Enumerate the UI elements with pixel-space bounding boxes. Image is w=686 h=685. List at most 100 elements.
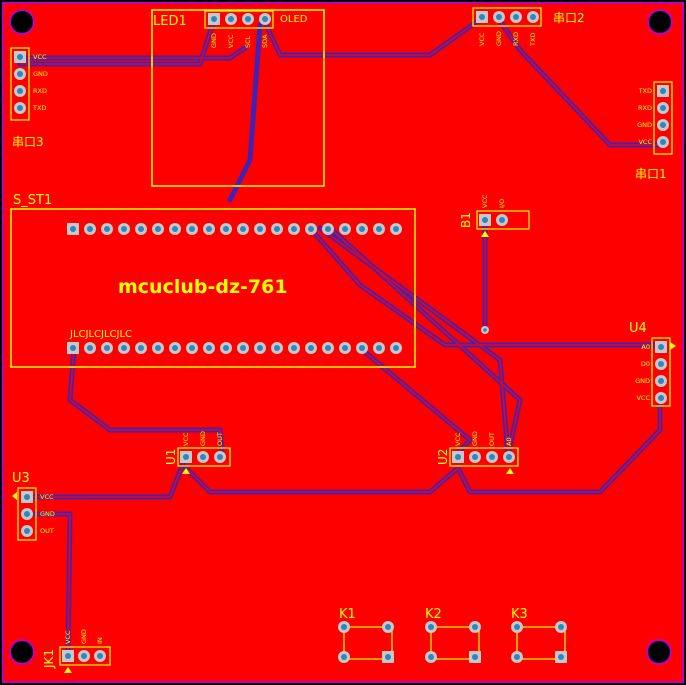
mcu-pad (305, 223, 317, 235)
mcu-pad (390, 223, 402, 235)
mcu-pad (152, 342, 164, 354)
mcu-pad (135, 223, 147, 235)
key-pad (338, 621, 350, 633)
uart1-pin-label: GND (637, 121, 652, 129)
board-bottom-label: JLCJLCJLCJLC (69, 329, 132, 340)
u4-pin-label: VCC (636, 394, 650, 402)
u3-pin-label: VCC (40, 493, 54, 501)
uart1-pin-label: TXD (638, 87, 652, 95)
key-pad (382, 621, 394, 633)
led1-pad (259, 13, 271, 25)
key-k1: K1 (338, 607, 394, 663)
mcu-pad (101, 223, 113, 235)
u2-pad (452, 451, 464, 463)
mcu-pad (322, 223, 334, 235)
u4-pad (655, 375, 667, 387)
key-pad (469, 621, 481, 633)
uart3-pin-label: TXD (32, 104, 46, 112)
u4-pad (655, 392, 667, 404)
s-st1-ref: S_ST1 (13, 193, 52, 208)
uart1-pad (657, 85, 669, 97)
led1-ref: LED1 (153, 14, 187, 29)
led1-pin-label: SCL (244, 35, 252, 48)
k1-ref: K1 (339, 607, 356, 622)
u2-pad (469, 451, 481, 463)
uart1-pin-label: RXD (638, 104, 652, 112)
led1-pad (225, 13, 237, 25)
board-title: mcuclub-dz-761 (118, 276, 288, 298)
mcu-pad (390, 342, 402, 354)
u4-pin-label: A0 (641, 343, 650, 351)
led1-oled-module: LED1 OLED GND VCC SCL SDA (151, 9, 325, 187)
jk1-pin-label: GND (80, 629, 88, 644)
uart3-pin-label: RXD (33, 87, 47, 95)
mcu-pad (339, 342, 351, 354)
mcu-pad (152, 223, 164, 235)
key-pad (511, 651, 523, 663)
mcu-pad (220, 223, 232, 235)
uart2-pad (510, 11, 522, 23)
mcu-pad (373, 223, 385, 235)
uart3-pad (14, 51, 26, 63)
uart2-pad (476, 11, 488, 23)
mcu-pad (118, 223, 130, 235)
jk1-pad (94, 650, 106, 662)
mcu-pad (101, 342, 113, 354)
b1-ref: B1 (459, 212, 473, 228)
u2-ref: U2 (436, 449, 450, 465)
mcu-pad (288, 342, 300, 354)
mcu-pad (84, 342, 96, 354)
mcu-pad (356, 223, 368, 235)
b1-pin-label: I/O (498, 199, 506, 208)
key-k3: K3 (511, 607, 567, 663)
b1-pad (479, 214, 491, 226)
b1-pad (496, 214, 508, 226)
u4-ref: U4 (629, 321, 647, 336)
mcu-pad (169, 342, 181, 354)
jk1-pad (62, 650, 74, 662)
uart1-ref: 串口1 (635, 167, 667, 181)
uart3-pin-label: VCC (33, 53, 47, 61)
mcu-pad (118, 342, 130, 354)
mcu-pad (67, 223, 79, 235)
uart2-pin-label: GND (495, 31, 503, 46)
mcu-pad (67, 342, 79, 354)
u3-ref: U3 (12, 471, 30, 486)
u2-pad (486, 451, 498, 463)
uart2-pin-label: TXD (529, 33, 537, 47)
u1-pad (180, 451, 192, 463)
mcu-pad (135, 342, 147, 354)
led1-name: OLED (280, 14, 308, 25)
led1-pad (208, 13, 220, 25)
uart3-ref: 串口3 (12, 135, 44, 149)
u1-pin-label: OUT (216, 432, 224, 446)
key-k2: K2 (425, 607, 481, 663)
b1-pin-label: VCC (481, 194, 489, 208)
led1-pin-label: GND (210, 33, 218, 48)
mcu-pad (271, 342, 283, 354)
uart1-pad (657, 136, 669, 148)
uart3-pad (14, 102, 26, 114)
key-pad (338, 651, 350, 663)
led1-pin-label: SDA (261, 34, 269, 48)
uart1-pin-label: VCC (638, 138, 652, 146)
mcu-pad (186, 342, 198, 354)
key-pad (425, 651, 437, 663)
mounting-hole-bottom-right (646, 639, 672, 665)
b1-buzzer: B1 VCC I/O (459, 194, 530, 334)
led1-pad (242, 13, 254, 25)
u2-pin-label: GND (471, 431, 479, 446)
led1-pin-label: VCC (227, 34, 235, 48)
u4-pin-label: GND (635, 377, 650, 385)
mcu-pad (322, 342, 334, 354)
k3-ref: K3 (511, 607, 528, 622)
uart2-pin-label: RXD (512, 32, 520, 46)
mcu-pad (271, 223, 283, 235)
mcu-pad (237, 223, 249, 235)
u3-pad (21, 491, 33, 503)
